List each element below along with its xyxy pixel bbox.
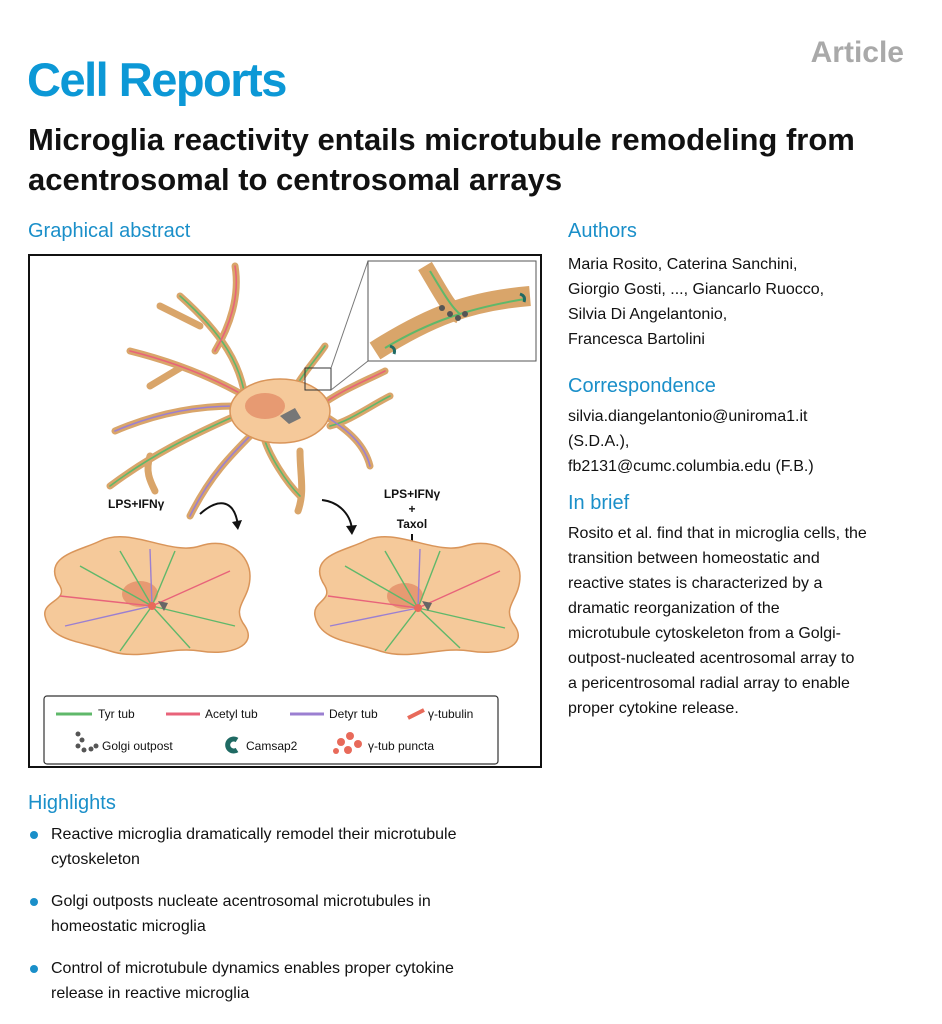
authors-line: Silvia Di Angelantonio,: [568, 306, 728, 323]
homeostatic-cell: [106, 262, 394, 520]
highlight-line: release in reactive microglia: [51, 985, 250, 1002]
right-treatment-label-1: LPS+IFNγ: [384, 487, 441, 501]
legend-puncta-label: γ-tub puncta: [368, 739, 434, 753]
authors-heading: Authors: [568, 220, 637, 242]
legend-detyr-label: Detyr tub: [329, 707, 378, 721]
legend-puncta-swatch-icon: [333, 732, 362, 754]
right-treatment-label-2: +: [408, 502, 415, 516]
bullet-icon: [30, 831, 38, 839]
authors-line: Maria Rosito, Caterina Sanchini,: [568, 256, 798, 273]
legend-golgi-swatch-icon: [75, 731, 99, 753]
zoom-inset: [330, 260, 537, 391]
highlight-line: Golgi outposts nucleate acentrosomal mic…: [51, 893, 431, 910]
graphical-abstract-figure: LPS+IFNγ LPS+IFNγ + Taxol: [28, 254, 542, 768]
in-brief-heading: In brief: [568, 492, 630, 514]
article-type-label: Article: [810, 36, 904, 69]
highlight-line: homeostatic microglia: [51, 918, 206, 935]
right-arrowhead-icon: [346, 525, 357, 535]
legend: Tyr tub Acetyl tub Detyr tub γ-tubulin G…: [43, 695, 499, 765]
correspondence-block: silvia.diangelantonio@uniroma1.it (S.D.A…: [568, 404, 918, 479]
in-brief-line: proper cytokine release.: [568, 700, 739, 717]
correspondence-heading: Correspondence: [568, 375, 716, 397]
reactive-cell-right: [314, 536, 521, 656]
highlight-line: Reactive microglia dramatically remodel …: [51, 826, 457, 843]
legend-tyr-label: Tyr tub: [98, 707, 135, 721]
in-brief-line: a pericentrosomal radial array to enable: [568, 675, 850, 692]
highlights-list: Reactive microglia dramatically remodel …: [28, 822, 548, 1023]
legend-acetyl-label: Acetyl tub: [205, 707, 258, 721]
reactive-cell-left: [44, 536, 251, 656]
highlight-line: cytoskeleton: [51, 851, 140, 868]
correspondence-email-2[interactable]: fb2131@cumc.columbia.edu (F.B.): [568, 458, 814, 475]
bullet-icon: [30, 898, 38, 906]
in-brief-line: dramatic reorganization of the: [568, 600, 780, 617]
in-brief-line: microtubule cytoskeleton from a Golgi-: [568, 625, 841, 642]
in-brief-line: reactive states is characterized by a: [568, 575, 823, 592]
article-title: Microglia reactivity entails microtubule…: [28, 122, 855, 197]
highlight-line: Control of microtubule dynamics enables …: [51, 960, 454, 977]
legend-camsap-swatch-icon: [225, 736, 239, 754]
highlights-heading: Highlights: [28, 792, 116, 814]
authors-line: Francesca Bartolini: [568, 331, 705, 348]
in-brief-text: Rosito et al. find that in microglia cel…: [568, 521, 918, 721]
legend-camsap-label: Camsap2: [246, 739, 298, 753]
left-arrowhead-icon: [232, 520, 242, 530]
highlight-item: Reactive microglia dramatically remodel …: [28, 822, 548, 872]
correspondence-initials-1: (S.D.A.),: [568, 433, 630, 450]
graphical-abstract-heading: Graphical abstract: [28, 220, 191, 242]
left-arrow-icon: [199, 502, 239, 527]
right-treatment-label-3: Taxol: [397, 517, 427, 531]
legend-gamma-label: γ-tubulin: [428, 707, 473, 721]
bullet-icon: [30, 965, 38, 973]
highlight-item: Control of microtubule dynamics enables …: [28, 956, 548, 1006]
correspondence-email-1[interactable]: silvia.diangelantonio@uniroma1.it: [568, 408, 808, 425]
in-brief-line: outpost-nucleated acentrosomal array to: [568, 650, 855, 667]
in-brief-line: transition between homeostatic and: [568, 550, 820, 567]
journal-name: Cell Reports: [27, 53, 287, 106]
legend-golgi-label: Golgi outpost: [102, 739, 173, 753]
in-brief-line: Rosito et al. find that in microglia cel…: [568, 525, 867, 542]
legend-gamma-swatch-icon: [407, 708, 425, 720]
graphical-abstract-svg: LPS+IFNγ LPS+IFNγ + Taxol: [43, 260, 537, 765]
left-treatment-label: LPS+IFNγ: [108, 497, 165, 511]
authors-line: Giorgio Gosti, ..., Giancarlo Ruocco,: [568, 281, 825, 298]
authors-list: Maria Rosito, Caterina Sanchini, Giorgio…: [568, 252, 918, 352]
highlight-item: Golgi outposts nucleate acentrosomal mic…: [28, 889, 548, 939]
